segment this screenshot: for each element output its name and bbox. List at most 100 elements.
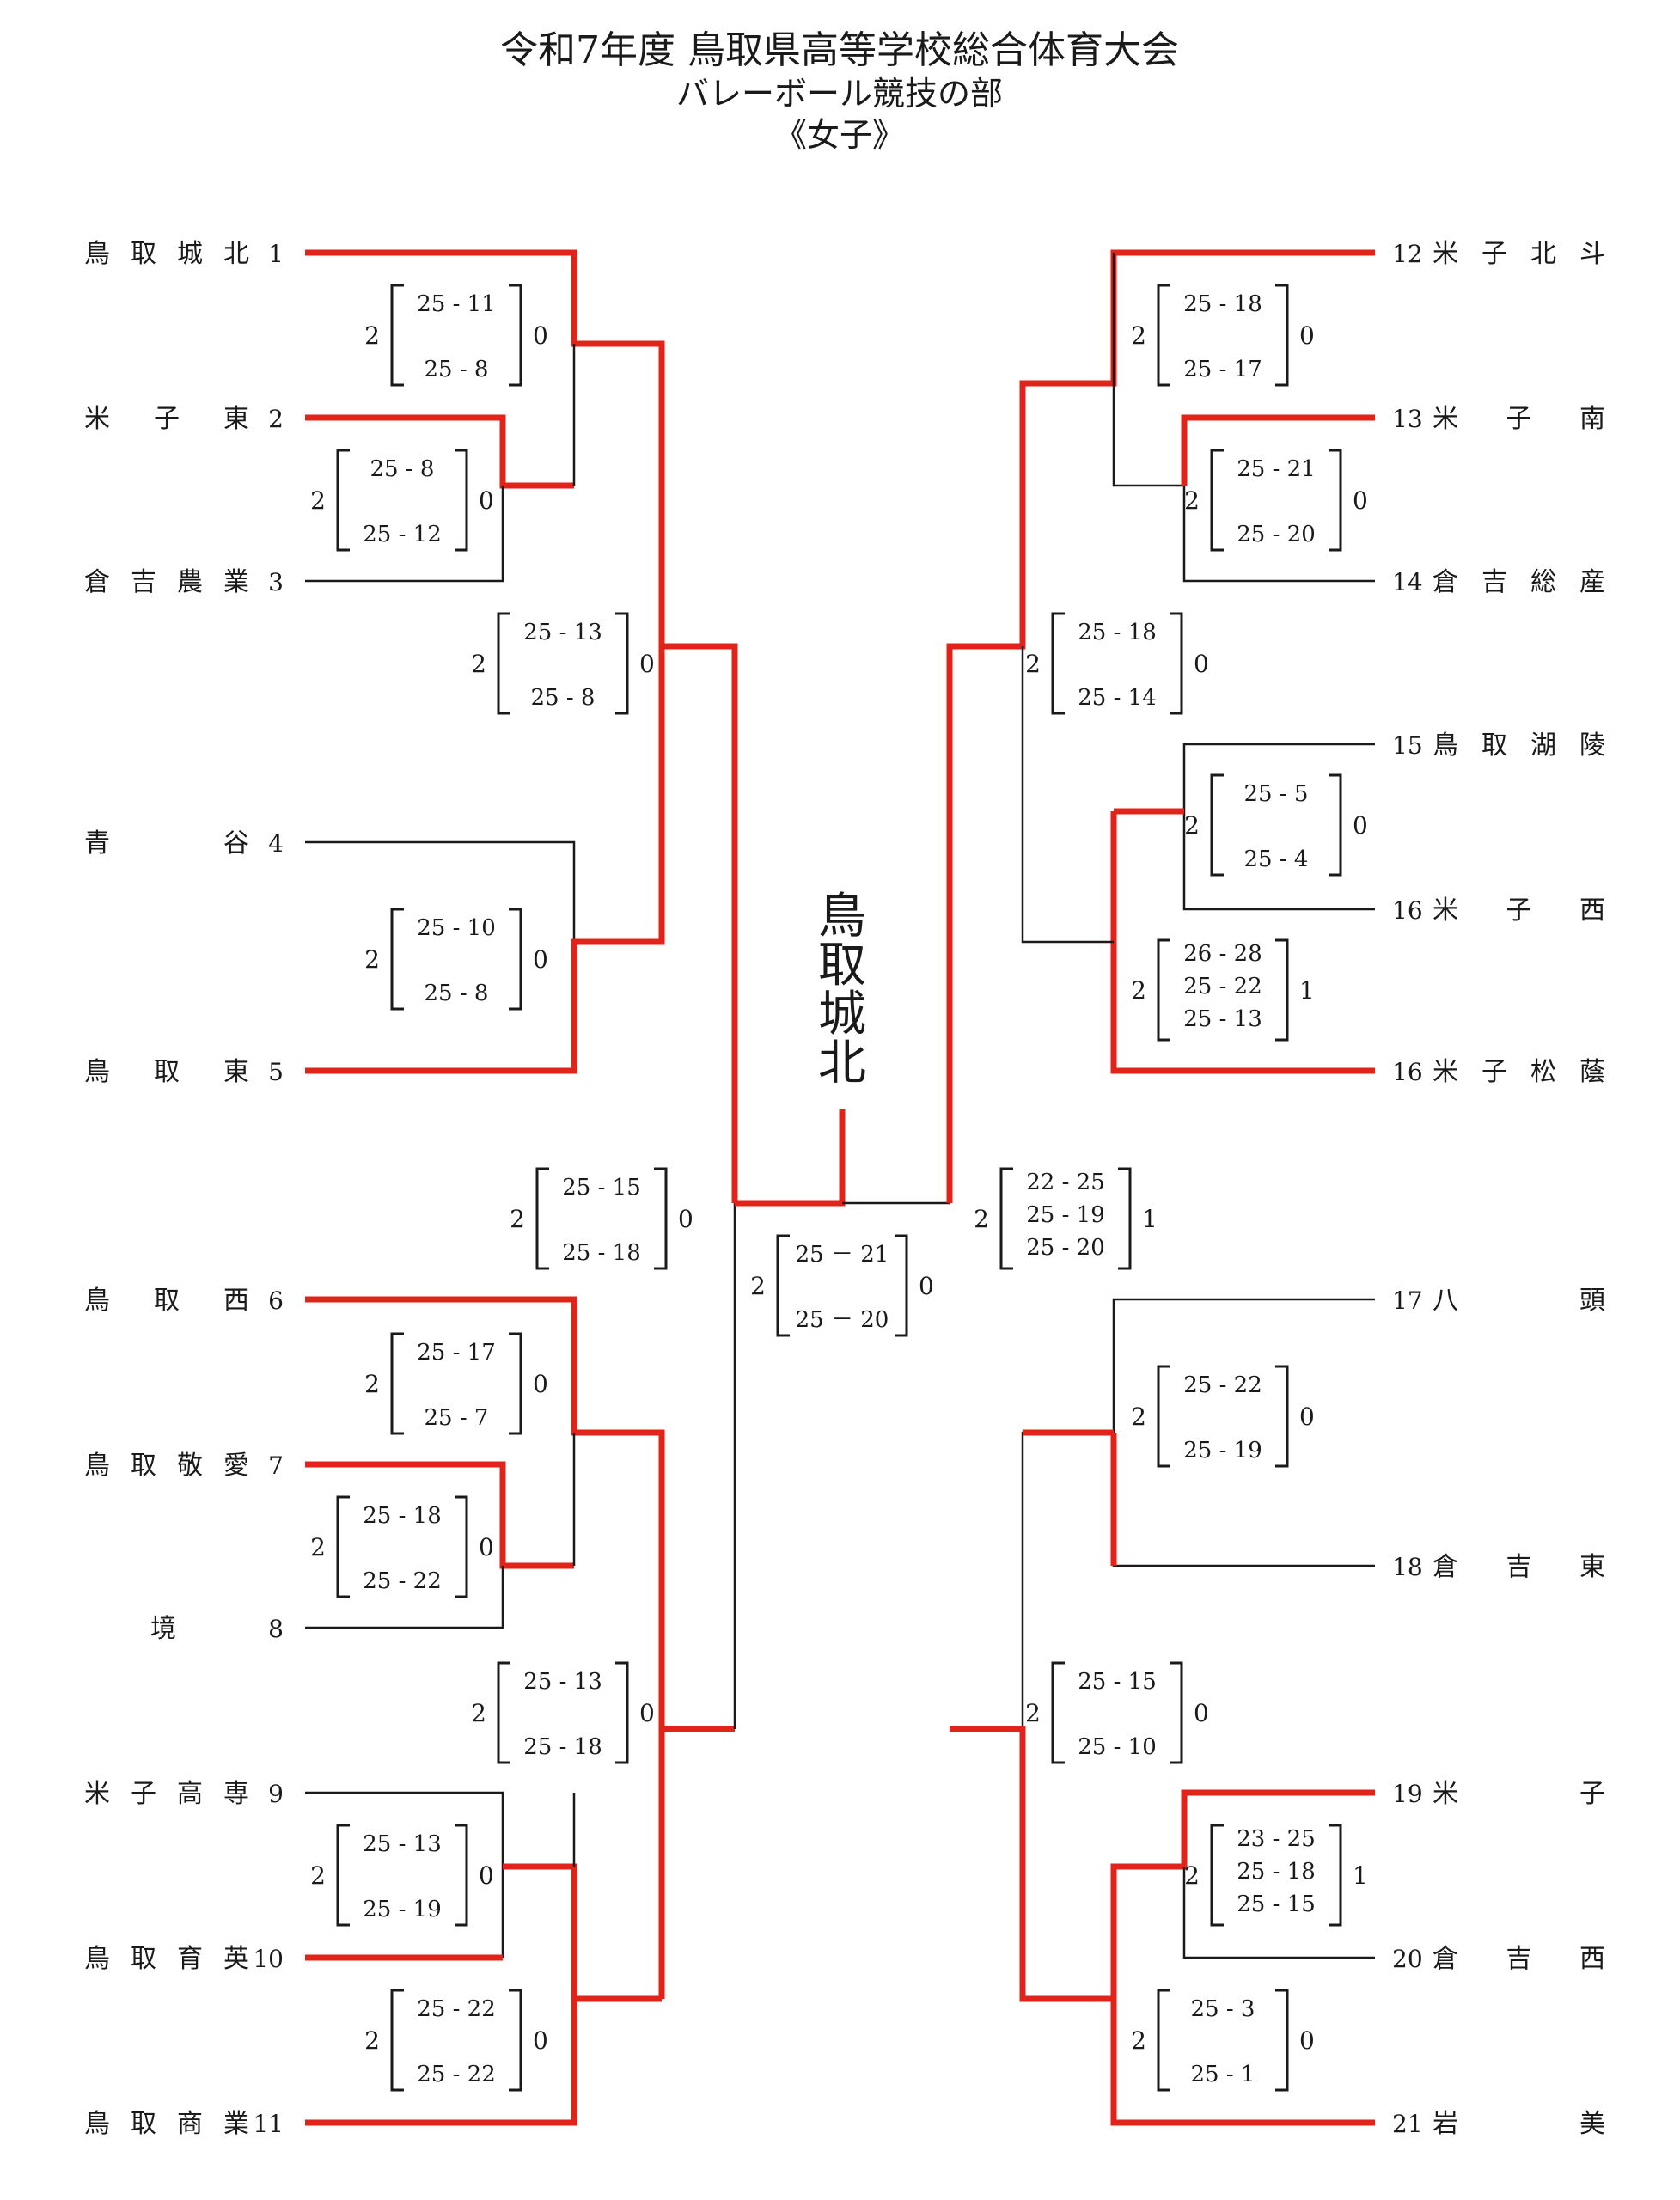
score-bracket-right [1275,1365,1289,1468]
winner-line [305,1999,577,2126]
match-sets-lost: 1 [1142,1205,1158,1233]
match-sets-lost: 0 [1299,1402,1315,1431]
score-bracket-left [776,1234,790,1337]
champion-char: 取 [818,938,866,993]
score-bracket-left [1210,449,1224,552]
bracket-line [1021,646,1114,944]
match-sets-lost: 0 [533,1370,548,1398]
match-sets-won: 2 [750,1272,766,1300]
score-bracket-left [1157,1989,1170,2092]
team-name: 米子松蔭 [1433,1057,1605,1087]
set-score: 25 - 20 [1237,522,1315,547]
score-bracket-right [509,908,522,1011]
team-name: 八頭 [1433,1286,1605,1316]
champion-char: 鳥 [818,889,866,944]
score-bracket-right [1170,612,1183,715]
score-bracket-right [455,1824,468,1927]
set-score: 25 - 4 [1244,846,1309,872]
team-number: 21 [1392,2110,1423,2138]
score-bracket-left [497,1661,510,1764]
set-score: 22 - 25 [1026,1170,1104,1195]
bracket-line [305,486,504,583]
match-sets-lost: 0 [479,486,494,515]
match-sets-won: 2 [1131,976,1146,1005]
team-number: 1 [268,240,284,268]
set-score: 25 - 18 [1237,1859,1315,1885]
set-score: 25 - 15 [1078,1669,1156,1695]
team-number: 7 [268,1451,284,1480]
score-bracket-left [1157,938,1170,1042]
team-number: 5 [268,1058,284,1086]
team-number: 10 [253,1945,284,1973]
set-score: 25 - 18 [363,1503,441,1529]
set-score: 25 - 18 [1078,620,1156,645]
score-bracket-right [654,1167,668,1270]
match-sets-won: 2 [1025,650,1041,678]
set-score: 25 - 3 [1191,1996,1255,2022]
team-number: 13 [1392,405,1423,433]
set-score: 25 - 22 [417,2062,495,2087]
match-sets-lost: 0 [1194,1699,1209,1727]
set-score: 25 - 12 [363,522,441,547]
team-number: 16 [1392,1058,1423,1086]
match-sets-lost: 0 [479,1861,494,1890]
page-title: 令和7年度 鳥取県高等学校総合体育大会 [500,28,1179,72]
set-score: 25 - 11 [417,291,495,317]
team-name: 米子 [1433,1779,1605,1809]
team-number: 12 [1392,240,1423,268]
match-sets-lost: 0 [533,945,548,974]
match-sets-won: 2 [1131,321,1146,350]
team-number: 17 [1392,1286,1423,1315]
set-score: 25 - 5 [1244,781,1309,807]
set-score: 25 - 19 [363,1897,441,1922]
winner-line [305,646,665,1074]
bracket-line [1182,1867,1375,1959]
match-sets-lost: 0 [1194,650,1209,678]
set-score: 25 - 22 [1183,1372,1262,1398]
set-score: 25 － 20 [796,1307,889,1333]
team-number: 19 [1392,1780,1423,1808]
match-sets-lost: 0 [533,321,548,350]
match-sets-won: 2 [364,2026,380,2055]
score-bracket-left [497,612,510,715]
team-number: 18 [1392,1553,1423,1581]
match-sets-lost: 0 [1353,486,1368,515]
set-score: 25 - 17 [1183,357,1262,382]
team-name: 鳥取西 [84,1286,249,1316]
page-subtitle: バレーボール競技の部 [676,75,1003,113]
winner-line [1110,811,1375,1074]
team-name: 米子西 [1433,895,1605,926]
team-name: 鳥取敬愛 [84,1451,249,1481]
score-bracket-left [390,284,404,387]
division-label: 《女子》 [774,116,905,154]
champion-name: 鳥取城北 [818,889,866,1091]
set-score: 25 - 18 [523,1734,602,1760]
set-score: 25 - 8 [425,981,489,1006]
team-name: 米子南 [1433,404,1605,434]
match-sets-won: 2 [1025,1699,1041,1727]
set-score: 25 - 8 [425,357,489,382]
match-sets-won: 2 [471,1699,486,1727]
team-number: 11 [253,2110,284,2138]
set-score: 25 - 17 [417,1340,495,1366]
bracket-line [1112,1298,1375,1568]
team-number: 20 [1392,1945,1423,1973]
team-name: 倉吉総産 [1433,567,1605,597]
score-bracket-right [455,449,468,552]
match-sets-won: 2 [1131,2026,1146,2055]
score-bracket-left [1157,1365,1170,1468]
match-sets-lost: 0 [678,1205,693,1233]
score-bracket-right [1118,1167,1132,1270]
set-score: 25 - 13 [1183,1006,1262,1032]
score-bracket-right [455,1495,468,1598]
score-bracket-right [1275,938,1289,1042]
match-sets-lost: 0 [639,1699,655,1727]
score-bracket-left [1210,1824,1224,1927]
set-score: 25 - 10 [417,915,495,941]
set-score: 25 - 7 [425,1405,489,1431]
winner-line [735,1109,846,1207]
score-bracket-left [1210,773,1224,877]
match-sets-won: 2 [974,1205,989,1233]
match-sets-lost: 0 [533,2026,548,2055]
